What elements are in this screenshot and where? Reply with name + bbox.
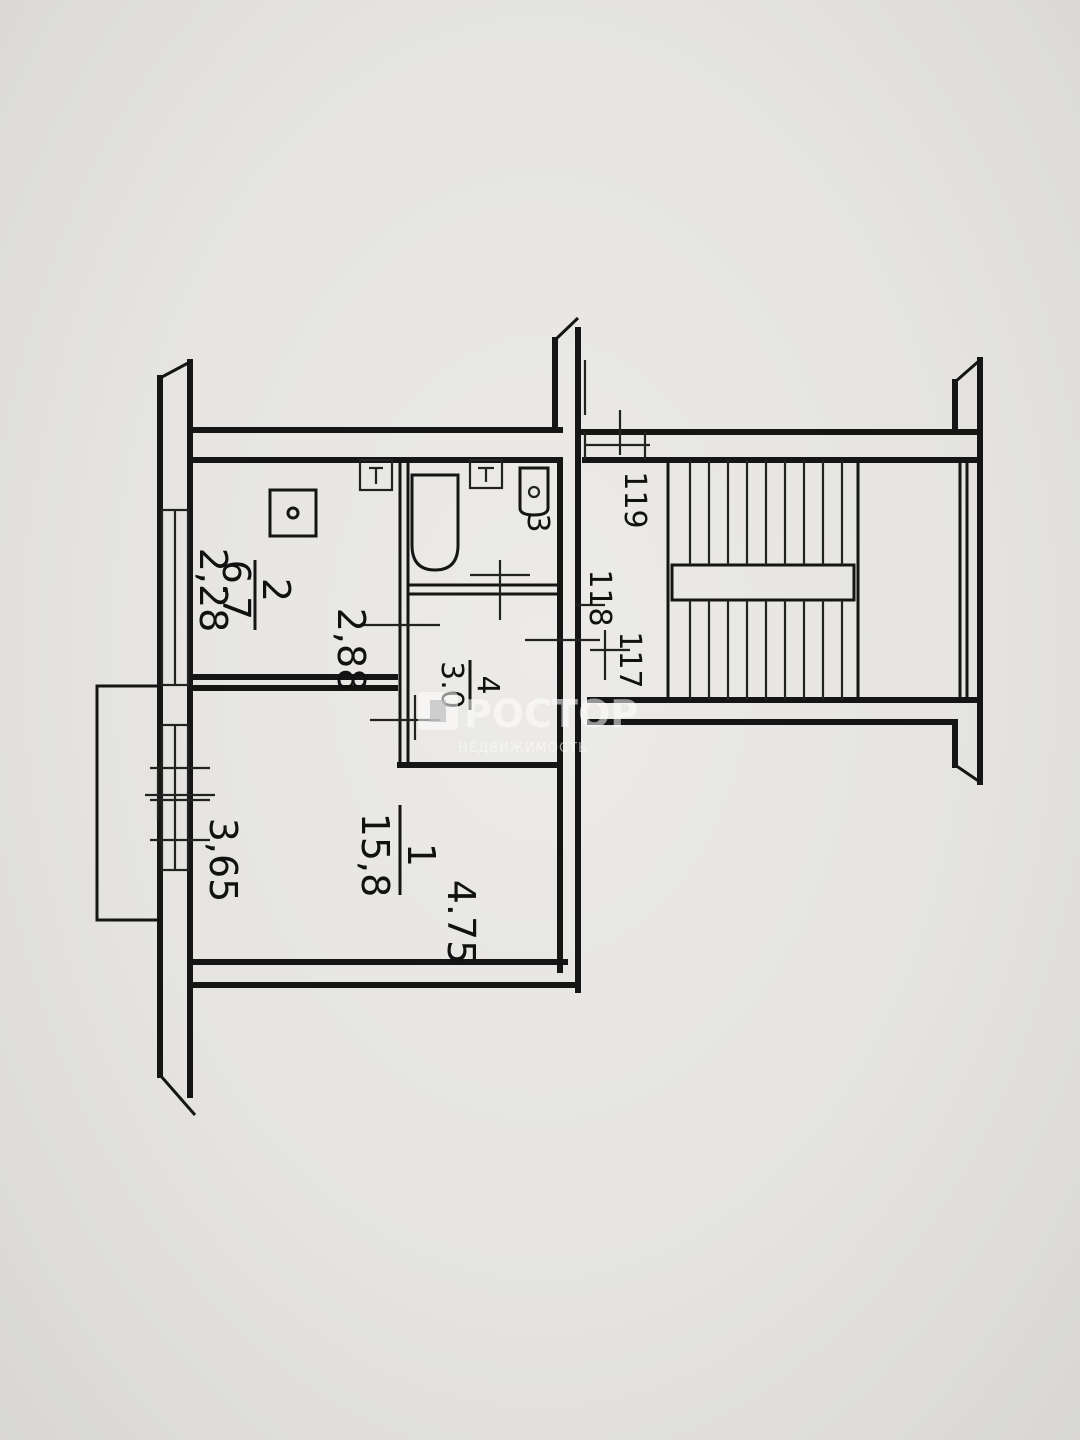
corridor-dim-a: 119 — [617, 471, 652, 528]
room-1-area: 15,8 — [353, 813, 397, 898]
stove-icon — [268, 488, 318, 538]
bathtub-icon — [410, 473, 460, 572]
watermark: РОСТОР НЕДВИЖИМОСТЬ — [418, 692, 638, 756]
kitchen-fixtures — [268, 458, 394, 538]
room-2-dim-b: 2,28 — [191, 548, 235, 633]
corridor-dim-c: 117 — [612, 631, 647, 688]
room-1-label: 1 15,8 — [353, 805, 443, 897]
room-2-area: 6.7 — [214, 560, 258, 620]
room-2-dim-a: 2,88 — [329, 608, 373, 693]
room-2-label: 2 6.7 — [214, 560, 298, 630]
watermark-sub: НЕДВИЖИМОСТЬ — [458, 741, 588, 756]
room-4-number: 4 — [470, 675, 505, 694]
toilet-icon — [518, 466, 550, 517]
room-1-dim-a: 4.75 — [439, 880, 483, 965]
bathroom-fixtures — [410, 458, 550, 572]
watermark-brand: РОСТОР — [464, 692, 638, 736]
staircase — [666, 458, 969, 702]
room-3-number: 3 — [520, 513, 555, 532]
watermark-logo-icon — [418, 692, 458, 730]
room-4-label: 4 3.0 — [434, 660, 505, 710]
room-1-dim-b: 3,65 — [201, 818, 245, 903]
walls — [157, 316, 983, 1116]
windows — [150, 508, 210, 872]
room-2-number: 2 — [254, 578, 298, 602]
corridor-dim-b: 118 — [582, 569, 617, 626]
room-1-number: 1 — [399, 843, 443, 867]
balcony — [95, 684, 160, 922]
